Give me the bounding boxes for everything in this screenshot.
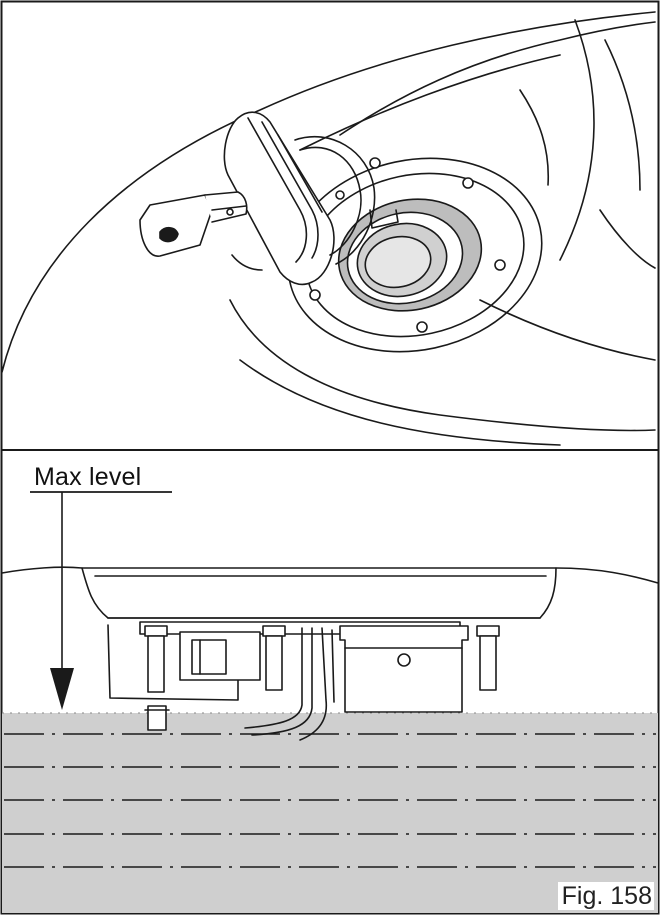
key-body [204, 191, 248, 223]
figure-number: Fig. 158 [557, 882, 654, 910]
bolt [147, 635, 165, 693]
bottom-panel-section-view [1, 491, 659, 913]
cap-seal-inner [299, 146, 362, 256]
vent-hose-right-inner [331, 629, 335, 703]
top-panel-fuel-cap-view [1, 11, 656, 446]
flange-screw [309, 289, 321, 301]
filler-neck-opening [364, 235, 432, 289]
fuel-dashdot-lines [4, 733, 656, 868]
bolt [476, 625, 500, 637]
tank-bottom-curve [239, 359, 561, 446]
cap-rib-1 [247, 117, 308, 263]
tank-side-curve [229, 299, 656, 432]
tank-crease-3 [519, 89, 550, 186]
fuel-area [2, 713, 658, 913]
bolt [262, 625, 286, 637]
tank-crease-4 [599, 209, 656, 269]
key-head [139, 194, 213, 257]
flange-screw [369, 157, 381, 169]
key-edge [211, 205, 247, 211]
filler-neck-tube [339, 625, 469, 713]
key-hole [159, 226, 179, 243]
flange-screw [494, 259, 506, 271]
drain-bolt [147, 705, 167, 731]
tank-top-contour [1, 566, 83, 574]
tank-ridge [339, 21, 656, 136]
tank-top-contour-right [555, 567, 659, 584]
key-icon [139, 191, 248, 257]
bolts [144, 625, 500, 693]
flange-screws [309, 157, 506, 333]
vent-hose-right [299, 627, 328, 741]
tank-crease-2 [604, 39, 641, 191]
cap-hinge [231, 254, 263, 271]
cap-rib-3 [277, 134, 323, 213]
tank-crease-1 [559, 19, 595, 261]
sensor-inner [191, 639, 227, 675]
max-level-label: Max level [34, 463, 142, 491]
max-level-arrow-head [50, 668, 74, 710]
flange-screw [335, 190, 345, 200]
tank-contour [1, 11, 656, 373]
tank-inner-contour [299, 54, 561, 151]
vent-hose-inner [251, 627, 313, 736]
bolt [265, 635, 283, 691]
neck-hole [397, 653, 411, 667]
vent-hose [244, 627, 303, 729]
bolt [144, 625, 168, 637]
tank-lower-curve [479, 299, 656, 361]
cap-rib-2 [261, 121, 319, 259]
flange-screw [462, 177, 474, 189]
flange-screw [416, 321, 428, 333]
key-pin [226, 208, 234, 216]
cap-seal-outer [294, 135, 376, 265]
bolt [479, 635, 497, 691]
